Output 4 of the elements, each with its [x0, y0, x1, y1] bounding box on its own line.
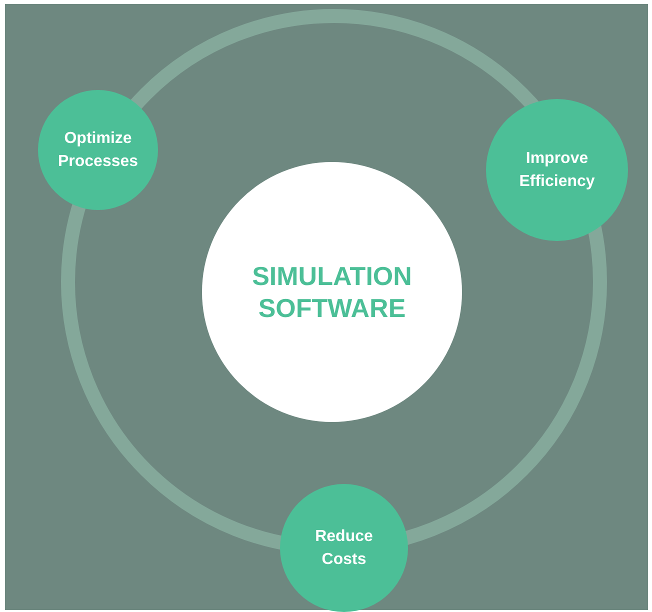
benefit-label: Reduce Costs: [314, 527, 374, 570]
benefit-label: Optimize Processes: [56, 129, 140, 172]
benefit-label: Improve Efficiency: [518, 149, 596, 192]
title-text: SIMULATION SOFTWARE: [251, 260, 413, 324]
